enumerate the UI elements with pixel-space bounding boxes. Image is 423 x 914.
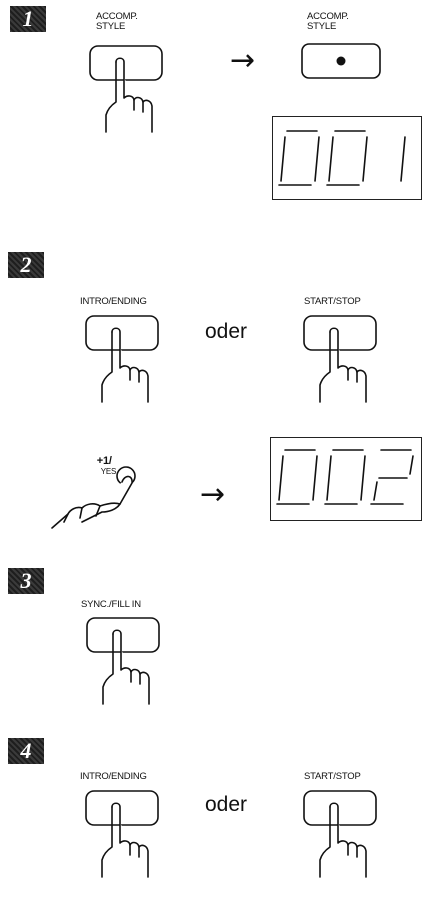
- intro-ending-button-press-4[interactable]: [82, 785, 162, 880]
- start-stop-label-4: START/STOP: [304, 771, 361, 782]
- accomp-style-label-indicator: ACCOMP. STYLE: [307, 11, 349, 32]
- intro-ending-button-press[interactable]: [82, 310, 162, 405]
- lcd-display-001: 001: [272, 116, 422, 200]
- oder-text-4: oder: [205, 793, 248, 816]
- intro-ending-label: INTRO/ENDING: [80, 296, 147, 307]
- step-3-badge: 3: [8, 568, 44, 594]
- start-stop-button-press[interactable]: [300, 310, 380, 405]
- step-1-badge: 1: [10, 6, 46, 32]
- step-4-badge: 4: [8, 738, 44, 764]
- oder-text: oder: [205, 320, 248, 343]
- start-stop-button-press-4[interactable]: [300, 785, 380, 880]
- plus1-label: +1/: [96, 455, 112, 467]
- accomp-style-label: ACCOMP. STYLE: [96, 11, 138, 32]
- arrow-right-icon-2: →: [200, 477, 226, 512]
- intro-ending-label-4: INTRO/ENDING: [80, 771, 147, 782]
- plus1-yes-button-press[interactable]: [42, 462, 152, 532]
- step-2-badge: 2: [8, 252, 44, 278]
- plus1-yes-label: +1/ YES: [91, 446, 117, 477]
- yes-label: YES: [100, 467, 117, 476]
- sync-fill-in-label: SYNC./FILL IN: [81, 599, 141, 610]
- start-stop-label: START/STOP: [304, 296, 361, 307]
- accomp-style-button-lit[interactable]: [300, 40, 384, 82]
- arrow-right-icon: →: [230, 43, 256, 78]
- accomp-style-button-press[interactable]: [86, 40, 166, 135]
- led-indicator-icon: [336, 56, 346, 66]
- lcd-display-002: 002: [270, 437, 422, 521]
- sync-fill-in-button-press[interactable]: [83, 612, 163, 707]
